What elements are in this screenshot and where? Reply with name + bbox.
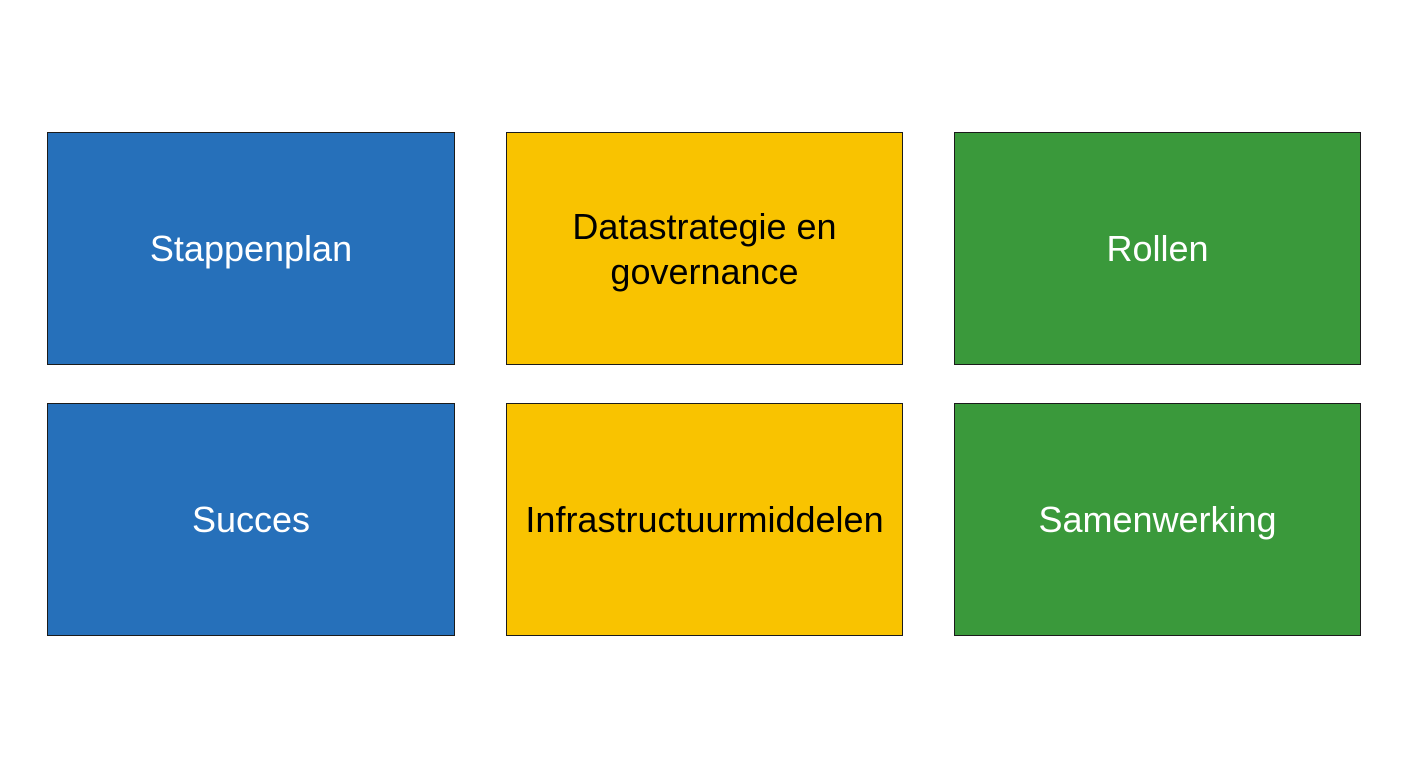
tile-label-infrastructuurmiddelen: Infrastructuurmiddelen: [525, 499, 884, 540]
tile-rollen: Rollen: [954, 132, 1361, 365]
tile-label-samenwerking: Samenwerking: [1038, 499, 1277, 540]
tile-infrastructuurmiddelen: Infrastructuurmiddelen: [506, 403, 903, 636]
tile-samenwerking: Samenwerking: [954, 403, 1361, 636]
tile-succes: Succes: [47, 403, 455, 636]
tile-label-datastrategie-en-governance: Datastrategie en governance: [572, 205, 837, 292]
tile-label-rollen: Rollen: [1106, 228, 1209, 269]
tile-label-stappenplan: Stappenplan: [149, 228, 353, 269]
tile-label-succes: Succes: [191, 499, 311, 540]
tile-datastrategie-en-governance: Datastrategie en governance: [506, 132, 903, 365]
tile-stappenplan: Stappenplan: [47, 132, 455, 365]
